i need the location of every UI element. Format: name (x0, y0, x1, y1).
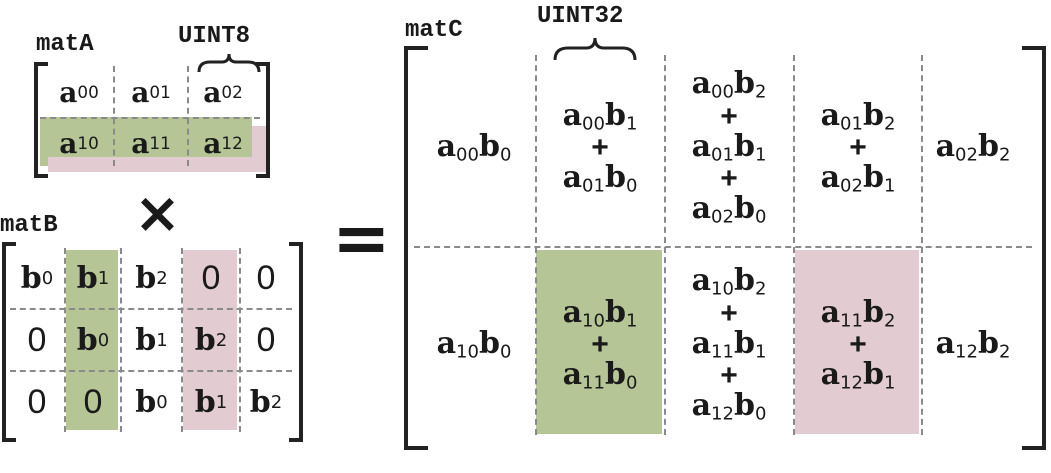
matC-cell: a11b2+a12b1 (795, 250, 921, 440)
product-term: a11b2 (820, 294, 896, 331)
matC-col-divider (664, 55, 666, 435)
matB-right-bracket (289, 242, 303, 442)
multiply-sign: × (134, 181, 181, 246)
uint8-label: UINT8 (178, 23, 251, 50)
equals-sign: = (332, 197, 391, 279)
matA-row-highlight-green-top (40, 117, 252, 157)
matB-cell: 0 (256, 320, 276, 359)
uint8-brace (197, 53, 261, 73)
product-term: a10b1 (562, 294, 638, 331)
matA-row-divider (40, 117, 260, 119)
matC-cell-highlight-green (536, 250, 662, 434)
matB-cell: 0 (83, 382, 103, 421)
matC-cell: a02b2 (923, 52, 1023, 244)
matC-left-bracket (404, 46, 428, 450)
plus-sign: + (720, 359, 738, 393)
matC-row-divider (414, 246, 1032, 248)
matB-row-divider (10, 308, 292, 310)
product-term: a01b2 (820, 97, 896, 134)
matA-label: matA (36, 31, 94, 58)
product-term: a02b1 (820, 160, 896, 197)
matC-cell: a12b2 (923, 250, 1023, 440)
matC-cell: a01b2+a02b1 (795, 52, 921, 244)
matB-col-highlight-green (66, 250, 118, 430)
product-term: a11b0 (562, 357, 638, 394)
plus-sign: + (849, 328, 867, 361)
matC-cell: a00b1+a01b0 (537, 52, 663, 244)
product-term: a02b0 (691, 191, 767, 228)
product-term: a11b1 (691, 325, 767, 363)
matB-col-divider (181, 248, 183, 432)
product-term: a01b0 (562, 160, 638, 197)
matC-cell: a00b0 (414, 52, 534, 244)
matC-col-divider (921, 55, 923, 435)
matB-row-divider (10, 370, 292, 372)
product-term: a12b2 (935, 325, 1011, 363)
matC-cell: a10b1+a11b0 (537, 250, 663, 440)
product-term: a01b1 (691, 128, 767, 166)
matB-label: matB (0, 212, 58, 239)
matA-left-bracket (34, 62, 48, 178)
matB-cell: 0 (27, 320, 47, 359)
matB-cell: 0 (256, 258, 276, 297)
matC-cell-highlight-pink (795, 250, 919, 434)
matB-cell: 0 (27, 382, 47, 421)
matB-left-bracket (2, 242, 16, 442)
matC-cell: a10b2+a11b1+a12b0 (666, 250, 792, 440)
plus-sign: + (720, 162, 738, 196)
matC-col-divider (535, 55, 537, 435)
uint32-label: UINT32 (537, 3, 624, 30)
matC-cell: a00b2+a01b1+a02b0 (666, 52, 792, 244)
matA-right-bracket (256, 62, 270, 178)
plus-sign: + (720, 99, 738, 133)
plus-sign: + (591, 328, 609, 361)
product-term: a10b2 (691, 263, 767, 300)
matC-right-bracket (1022, 46, 1046, 450)
matA-col-divider (113, 66, 115, 166)
plus-sign: + (720, 296, 738, 330)
matB-cell: 0 (201, 258, 221, 297)
product-term: a00b1 (562, 97, 638, 134)
product-term: a02b2 (935, 128, 1011, 166)
matB-col-divider (64, 248, 66, 432)
matC-cell: a10b0 (414, 250, 534, 440)
matC-col-divider (793, 55, 795, 435)
product-term: a12b1 (820, 357, 896, 394)
matB-col-highlight-pink (183, 250, 237, 430)
plus-sign: + (591, 131, 609, 164)
matB-col-divider (239, 248, 241, 432)
product-term: a00b0 (436, 128, 512, 166)
plus-sign: + (849, 131, 867, 164)
product-term: a00b2 (691, 66, 767, 103)
matC-label: matC (405, 17, 463, 44)
product-term: a10b0 (436, 325, 512, 363)
uint32-brace (553, 37, 637, 61)
matA-col-divider (187, 66, 189, 166)
matB-col-divider (120, 248, 122, 432)
product-term: a12b0 (691, 388, 767, 425)
